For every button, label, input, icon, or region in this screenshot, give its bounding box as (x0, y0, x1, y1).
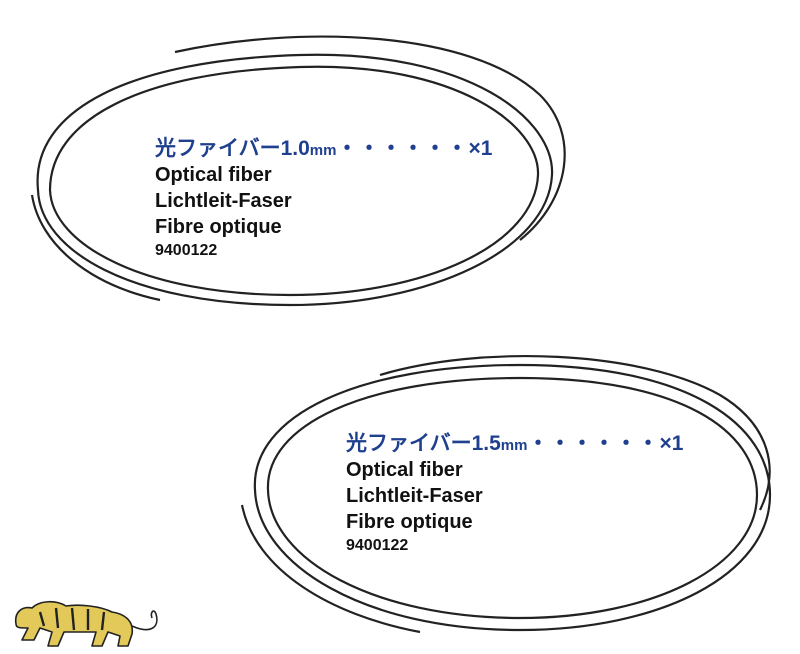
leader-dots: ・・・・・・ (336, 137, 469, 160)
part-number: 9400122 (155, 242, 218, 259)
part-name-japanese: 光ファイバー1.5mm・・・・・・×1 (346, 432, 684, 455)
fiber-coil-2-icon (240, 354, 772, 634)
part-name-english: Optical fiber (346, 459, 463, 481)
part-name-french: Fibre optique (346, 511, 473, 533)
part-label-1: 光ファイバー1.0mm・・・・・・×1 Optical fiber Lichtl… (155, 138, 492, 259)
quantity-text: ×1 (659, 432, 684, 455)
unit-text: mm (309, 142, 337, 159)
part-number: 9400122 (346, 537, 409, 554)
part-label-2: 光ファイバー1.5mm・・・・・・×1 Optical fiber Lichtl… (346, 433, 683, 554)
quantity-text: ×1 (468, 137, 493, 160)
part-name-german: Lichtleit-Faser (155, 190, 292, 212)
part-name-french: Fibre optique (155, 216, 282, 238)
part-name-german: Lichtleit-Faser (346, 485, 483, 507)
fiber-coil-1-icon (30, 35, 566, 307)
unit-text: mm (500, 437, 528, 454)
part-name-japanese: 光ファイバー1.0mm・・・・・・×1 (155, 137, 493, 160)
part-name-english: Optical fiber (155, 164, 272, 186)
tamiya-tiger-logo-icon (14, 600, 158, 647)
leader-dots: ・・・・・・ (527, 432, 660, 455)
